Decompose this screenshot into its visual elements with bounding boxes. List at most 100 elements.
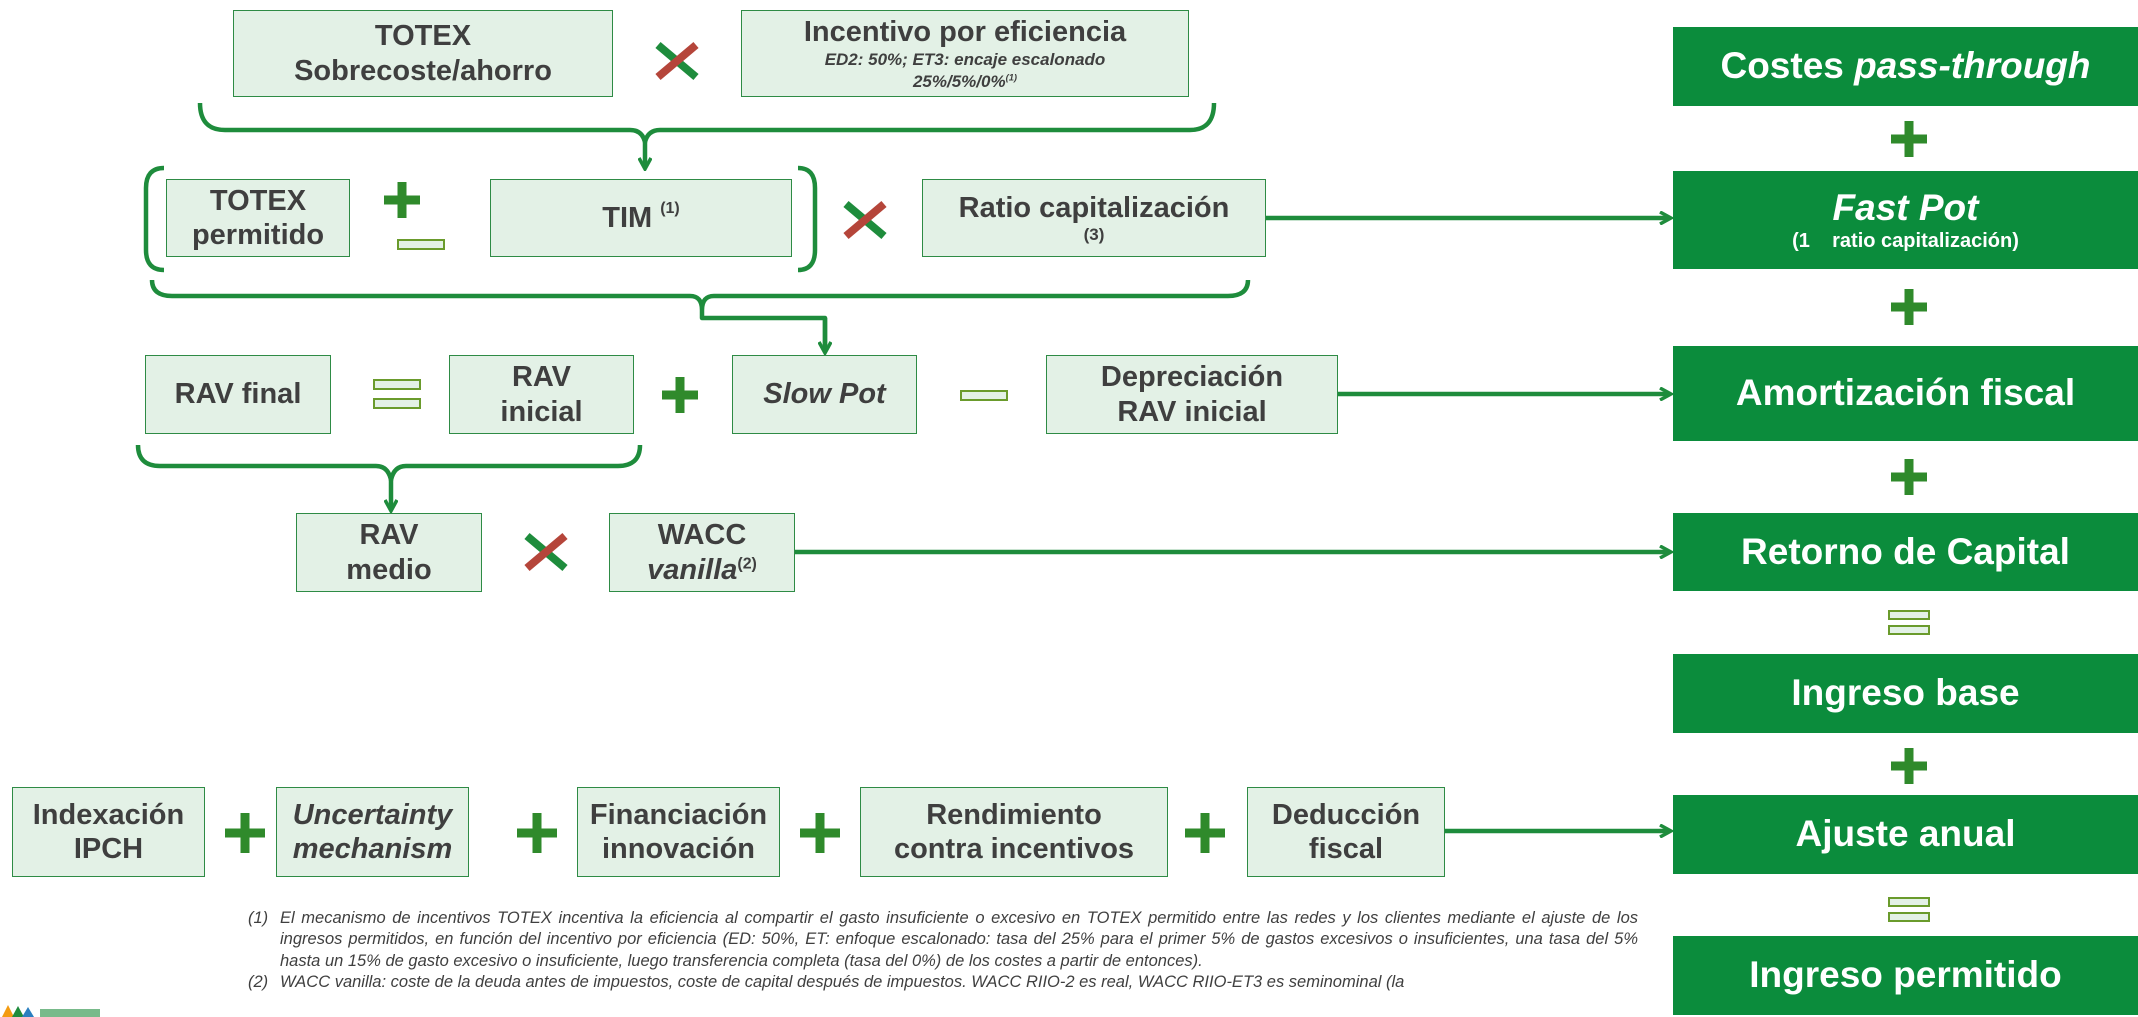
plus-sign-row-d [1185, 813, 1225, 853]
multiply-sign-2 [843, 200, 887, 240]
box-totex-permitido: TOTEX permitido [166, 179, 350, 257]
box-uncertainty: Uncertainty mechanism [276, 787, 469, 877]
ratio-cap-label: Ratio capitalización [958, 191, 1230, 224]
totex-permitido-line1: TOTEX [209, 184, 307, 217]
rav-inicial-line2: inicial [500, 395, 583, 428]
deduccion-line2: fiscal [1308, 833, 1384, 865]
rbox-ajuste-anual: Ajuste anual [1673, 795, 2138, 874]
tim-label: TIM [602, 201, 653, 234]
incentivo-title: Incentivo por eficiencia [803, 16, 1127, 49]
rbox-retorno-capital: Retorno de Capital [1673, 513, 2138, 591]
box-financiacion: Financiación innovación [577, 787, 780, 877]
brace-rav [135, 444, 643, 483]
equals-sign-right-2-bottom [1888, 912, 1930, 922]
equals-sign-rav-top [373, 379, 421, 390]
footnote-2: (2) WACC vanilla: coste de la deuda ante… [248, 972, 1638, 993]
box-slow-pot: Slow Pot [732, 355, 917, 434]
box-deduccion: Deducción fiscal [1247, 787, 1445, 877]
ingreso-base-label: Ingreso base [1791, 672, 2020, 714]
incentivo-detail2-sup: (1) [1005, 71, 1018, 82]
paren-right [797, 165, 818, 273]
totex-sobrecoste-line2: Sobrecoste/ahorro [294, 54, 552, 87]
multiply-sign-3 [524, 532, 568, 572]
box-ratio-capitalizacion: Ratio capitalización (3) [922, 179, 1266, 257]
wacc-line2: vanilla [647, 553, 738, 586]
minus-sign-tim [397, 239, 445, 250]
financiacion-line2: innovación [601, 833, 756, 865]
incentivo-detail2-wrap: 25%/5%/0%(1) [913, 71, 1017, 92]
footnote-1-text: El mecanismo de incentivos TOTEX incenti… [280, 909, 1638, 970]
uncertainty-line2: mechanism [292, 833, 453, 865]
slow-pot-label: Slow Pot [763, 378, 886, 411]
plus-sign-tim [384, 182, 420, 218]
box-rav-medio: RAV medio [296, 513, 482, 592]
pass-through-italic: pass-through [1854, 45, 2091, 87]
totex-sobrecoste-line1: TOTEX [374, 20, 472, 53]
footnote-1-num: (1) [248, 909, 269, 927]
wacc-line1: WACC [657, 519, 747, 552]
retorno-label: Retorno de Capital [1741, 530, 2070, 572]
plus-sign-right-3 [1891, 459, 1927, 495]
multiply-sign-1 [655, 41, 699, 81]
depreciacion-line2: RAV inicial [1117, 395, 1267, 428]
rav-inicial-line1: RAV [511, 361, 572, 394]
plus-sign-row-a [225, 813, 265, 853]
brace-row2 [149, 279, 1251, 345]
wacc-sup: (2) [737, 554, 757, 572]
rav-final-label: RAV final [174, 378, 302, 411]
box-rendimiento: Rendimiento contra incentivos [860, 787, 1168, 877]
plus-sign-right-2 [1891, 289, 1927, 325]
depreciacion-line1: Depreciación [1100, 361, 1284, 394]
plus-sign-right-1 [1891, 121, 1927, 157]
rbox-ingreso-base: Ingreso base [1673, 654, 2138, 733]
box-wacc-vanilla: WACC vanilla(2) [609, 513, 795, 592]
ajuste-anual-label: Ajuste anual [1795, 813, 2016, 855]
equals-sign-right-1-top [1888, 610, 1930, 620]
brace-top-row [197, 102, 1217, 145]
box-indexacion: Indexación IPCH [12, 787, 205, 877]
equals-sign-rav-bottom [373, 398, 421, 409]
rav-medio-line2: medio [346, 553, 432, 586]
rbox-costes-pass-through: Costes pass-through [1673, 27, 2138, 106]
totex-permitido-line2: permitido [191, 219, 325, 251]
indexacion-line1: Indexación [32, 798, 185, 831]
pass-through-prefix: Costes [1720, 45, 1855, 87]
box-depreciacion: Depreciación RAV inicial [1046, 355, 1338, 434]
financiacion-line1: Financiación [589, 798, 768, 831]
plus-sign-row-b [517, 813, 557, 853]
box-incentivo-eficiencia: Incentivo por eficiencia ED2: 50%; ET3: … [741, 10, 1189, 97]
footnote-2-num: (2) [248, 973, 269, 992]
incentivo-detail1: ED2: 50%; ET3: encaje escalonado [824, 50, 1106, 70]
minus-sign-depreciacion [960, 390, 1008, 401]
ratio-cap-note: (3) [1083, 225, 1105, 245]
equals-sign-right-1-bottom [1888, 625, 1930, 635]
multiply-signs [524, 41, 887, 572]
tim-sup: (1) [660, 200, 680, 217]
indexacion-line2: IPCH [73, 833, 144, 865]
deduccion-line1: Deducción [1271, 798, 1421, 831]
rav-medio-line1: RAV [359, 519, 419, 552]
rendimiento-line1: Rendimiento [926, 798, 1102, 831]
rbox-ingreso-permitido: Ingreso permitido [1673, 936, 2138, 1015]
plus-sign-slowpot [662, 377, 698, 413]
rbox-fast-pot: Fast Pot (1 ratio capitalización) [1673, 171, 2138, 269]
company-logo-icon [2, 1005, 100, 1017]
box-totex-sobrecoste: TOTEX Sobrecoste/ahorro [233, 10, 613, 97]
incentivo-detail2: 25%/5%/0% [912, 71, 1006, 91]
footnote-2-text: WACC vanilla: coste de la deuda antes de… [280, 973, 1405, 992]
box-rav-inicial: RAV inicial [449, 355, 634, 434]
box-rav-final: RAV final [145, 355, 331, 434]
fast-pot-title: Fast Pot [1832, 187, 1979, 229]
wacc-line2-wrap: vanilla(2) [647, 553, 757, 587]
footnote-1: (1) El mecanismo de incentivos TOTEX inc… [248, 908, 1638, 972]
plus-sign-right-4 [1891, 748, 1927, 784]
ingreso-permitido-label: Ingreso permitido [1749, 954, 2062, 996]
paren-left [143, 165, 165, 273]
equals-sign-right-2-top [1888, 897, 1930, 907]
plus-sign-row-c [800, 813, 840, 853]
amortizacion-label: Amortización fiscal [1735, 372, 2076, 414]
rbox-amortizacion-fiscal: Amortización fiscal [1673, 346, 2138, 441]
uncertainty-line1: Uncertainty [292, 798, 453, 831]
box-tim: TIM (1) [490, 179, 792, 257]
rendimiento-line2: contra incentivos [893, 833, 1135, 865]
